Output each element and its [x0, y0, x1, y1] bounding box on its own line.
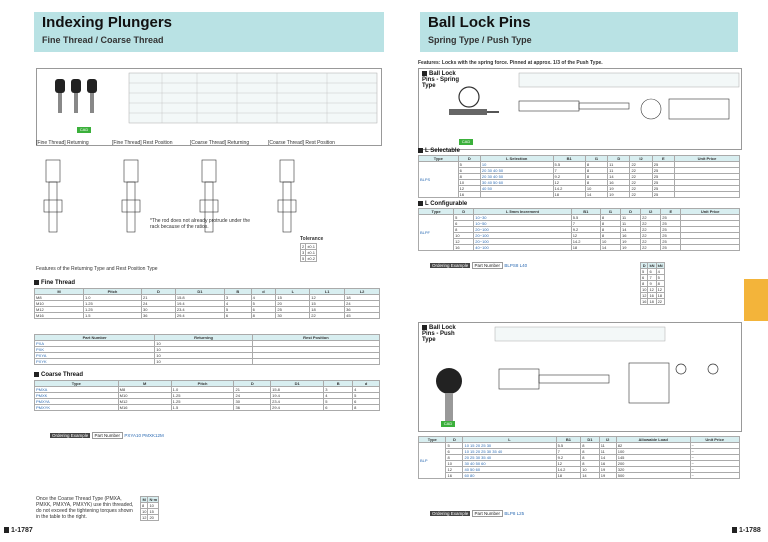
tolerance-label: Tolerance: [300, 236, 324, 242]
drawing-caption-3: [Coarse Thread] Returning: [190, 140, 250, 146]
ball-lock-pin-illustration: [449, 72, 740, 120]
configurable-heading: L Configurable: [418, 201, 467, 207]
features-note: Features of the Returning Type and Rest …: [36, 266, 158, 272]
plunger-illustration: [55, 72, 378, 124]
drawing-caption-4: [Coarse Thread] Rest Position: [268, 140, 335, 146]
cad-data-badge[interactable]: CAD: [77, 127, 91, 133]
right-page-subtitle: Spring Type / Push Type: [428, 35, 532, 45]
cad-data-badge-push[interactable]: CAD: [441, 421, 455, 427]
features-text: Features: Locks with the spring force. P…: [418, 60, 603, 66]
selectable-heading: L Selectable: [418, 148, 460, 154]
left-page-title: Indexing Plungers: [42, 14, 173, 31]
right-page-number: 1-1788: [732, 527, 761, 534]
left-page-number: 1-1787: [4, 527, 33, 534]
drawing-caption-1: [Fine Thread] Returning: [36, 140, 89, 146]
right-page-title: Ball Lock Pins: [428, 14, 531, 31]
spring-type-heading: Ball Lock Pins - Spring Type: [422, 71, 462, 89]
push-pin-illustration: [436, 326, 719, 425]
cad-data-badge-spring[interactable]: CAD: [459, 139, 473, 145]
coarse-thread-heading: Coarse Thread: [34, 372, 83, 378]
coarse-thread-note: Once the Coarse Thread Type (PMXA, PMXK,…: [36, 496, 134, 520]
push-type-box: Ball Lock Pins - Push Type CAD: [418, 322, 742, 432]
right-page-header: Ball Lock Pins Spring Type / Push Type: [420, 12, 738, 52]
drawing-caption-2: [Fine Thread] Rest Position: [112, 140, 173, 146]
spring-type-box: Ball Lock Pins - Spring Type CAD: [418, 68, 742, 150]
plunger-technical-drawings: [43, 159, 297, 233]
push-type-heading: Ball Lock Pins - Push Type: [422, 325, 462, 343]
section-index-tab[interactable]: [744, 279, 768, 321]
rod-note: *The rod does not already protrude under…: [150, 218, 251, 230]
fine-thread-heading: Fine Thread: [34, 280, 75, 286]
left-page-subtitle: Fine Thread / Coarse Thread: [42, 35, 164, 45]
left-page-header: Indexing Plungers Fine Thread / Coarse T…: [34, 12, 384, 52]
ordering-example-right-1: Ordering Example Part Number BLPS8 L40: [430, 262, 528, 269]
ordering-example-right-2: Ordering Example Part Number BLP8 L25: [430, 510, 525, 517]
product-image-box: CAD: [36, 68, 382, 146]
ordering-example-left: Ordering Example Part Number PXYA10 PMXK…: [50, 432, 164, 439]
